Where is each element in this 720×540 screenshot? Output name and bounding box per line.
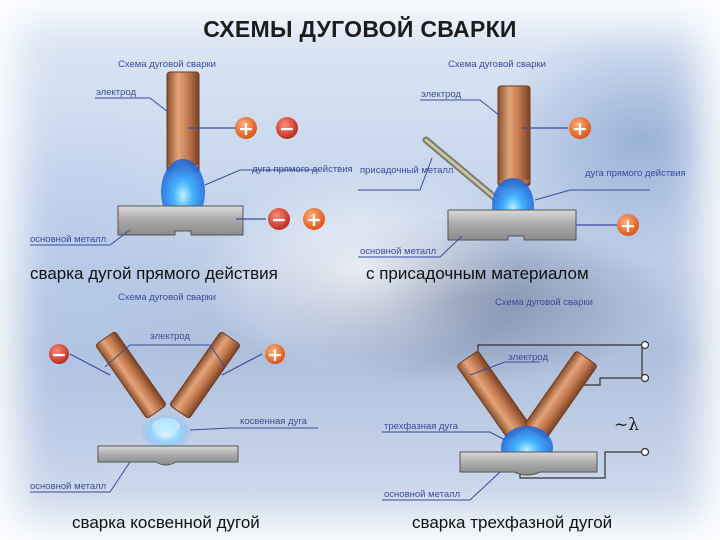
base-leader <box>30 229 131 246</box>
arc-leader <box>189 427 318 431</box>
panel-indirect-arc: Схема дуговой сварки электрод косвенная … <box>30 292 318 493</box>
terminal-icon <box>640 373 650 383</box>
panel3-header: Схема дуговой сварки <box>118 292 216 303</box>
base-label: основной металл <box>30 481 106 492</box>
panel-direct-arc: Схема дуговой сварки электрод дуга прямо… <box>30 59 353 246</box>
electrode <box>166 71 200 173</box>
right-electrode <box>525 351 597 439</box>
electrode-label: электрод <box>150 331 190 342</box>
panel-filler-metal: Схема дуговой сварки электрод присадочны… <box>358 59 686 258</box>
arc-leader <box>204 169 318 186</box>
panel2-header: Схема дуговой сварки <box>448 59 546 70</box>
arc-label: трехфазная дуга <box>384 421 459 432</box>
supply-wire-c <box>519 451 642 479</box>
plus-icon <box>265 344 285 364</box>
right-polarity-lead <box>221 353 263 376</box>
caption-direct-arc: сварка дугой прямого действия <box>30 264 278 283</box>
supply-wire-b <box>570 377 642 386</box>
polarity-sign: + <box>306 209 322 231</box>
electrode-label: электрод <box>421 89 461 100</box>
electrode-label: электрод <box>508 352 548 363</box>
polarity-sign: + <box>572 118 588 140</box>
electrode-label: электрод <box>96 87 136 98</box>
panel1-header: Схема дуговой сварки <box>118 59 216 70</box>
supply-symbol: ~λ <box>614 415 639 435</box>
filler-label: присадочный металл <box>360 165 453 176</box>
left-electrode <box>96 331 166 419</box>
base-metal <box>459 451 598 476</box>
polarity-sign: − <box>279 118 295 140</box>
arc-leader <box>382 431 506 441</box>
caption-filler-metal: с присадочным материалом <box>366 264 589 283</box>
base-label: основной металл <box>360 246 436 257</box>
plus-icon <box>303 208 325 230</box>
minus-icon <box>276 117 298 139</box>
right-electrode <box>170 331 240 419</box>
base-metal <box>117 205 244 236</box>
left-polarity-lead <box>69 353 111 376</box>
base-label: основной металл <box>384 489 460 500</box>
base-label: основной металл <box>30 234 106 245</box>
plus-icon <box>569 117 591 139</box>
base-metal <box>447 209 577 241</box>
panel4-header: Схема дуговой сварки <box>495 297 593 308</box>
filler-rod-highlight <box>424 138 502 204</box>
caption-indirect-arc: сварка косвенной дугой <box>72 513 260 532</box>
filler-leader <box>358 157 433 191</box>
electrode-leader <box>420 99 501 117</box>
arc-label: косвенная дуга <box>240 416 308 427</box>
terminal-icon <box>640 447 650 457</box>
caption-three-phase-arc: сварка трехфазной дугой <box>412 513 613 532</box>
electrode-leader <box>469 361 540 376</box>
arc-core <box>152 418 180 434</box>
base-leader <box>358 235 463 258</box>
panel-three-phase-arc: Схема дуговой сварки ~λ электрод трехфаз… <box>382 297 650 501</box>
left-electrode <box>457 351 529 439</box>
terminal-icon <box>640 340 650 350</box>
arc-leader <box>534 189 650 201</box>
polarity-sign: − <box>51 344 67 366</box>
arc-label: дуга прямого действия <box>252 164 353 175</box>
base-leader <box>30 461 131 493</box>
polarity-sign: + <box>267 344 283 366</box>
plus-icon <box>235 117 257 139</box>
plus-icon <box>617 214 639 236</box>
electrode-leader <box>104 344 226 368</box>
minus-icon <box>268 208 290 230</box>
electrode <box>497 85 531 187</box>
base-leader <box>382 471 501 501</box>
page-title: СХЕМЫ ДУГОВОЙ СВАРКИ <box>203 16 517 42</box>
arc-label: дуга прямого действия <box>585 168 686 179</box>
polarity-sign: − <box>271 209 287 231</box>
polarity-sign: + <box>620 215 636 237</box>
base-metal <box>97 445 239 466</box>
electrode-leader <box>95 97 169 113</box>
minus-icon <box>49 344 69 364</box>
polarity-sign: + <box>238 118 254 140</box>
